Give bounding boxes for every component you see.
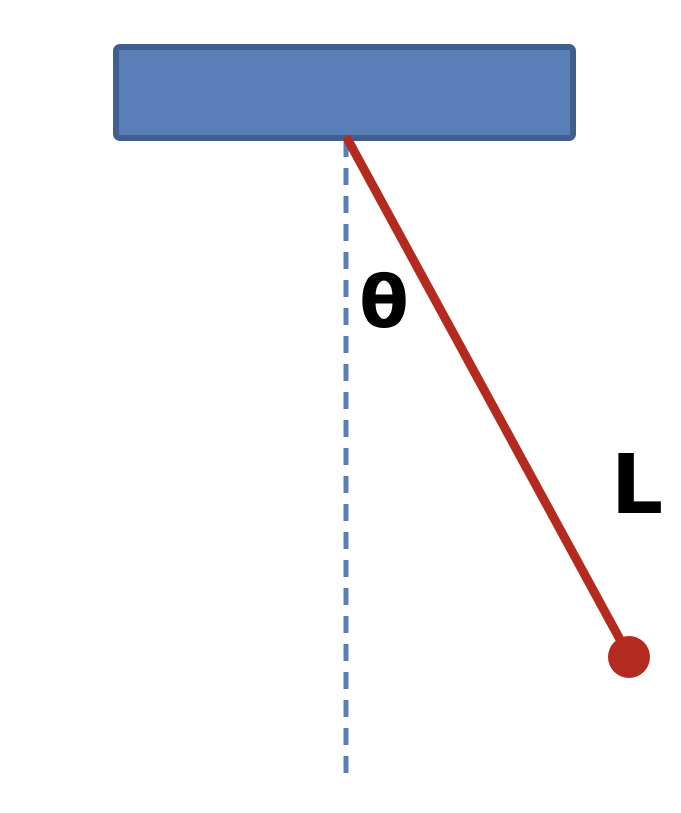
length-label: L <box>611 438 663 533</box>
pendulum-string <box>343 135 634 661</box>
angle-label: θ <box>359 260 408 344</box>
ceiling-support <box>113 44 576 141</box>
pendulum-bob <box>608 636 650 678</box>
